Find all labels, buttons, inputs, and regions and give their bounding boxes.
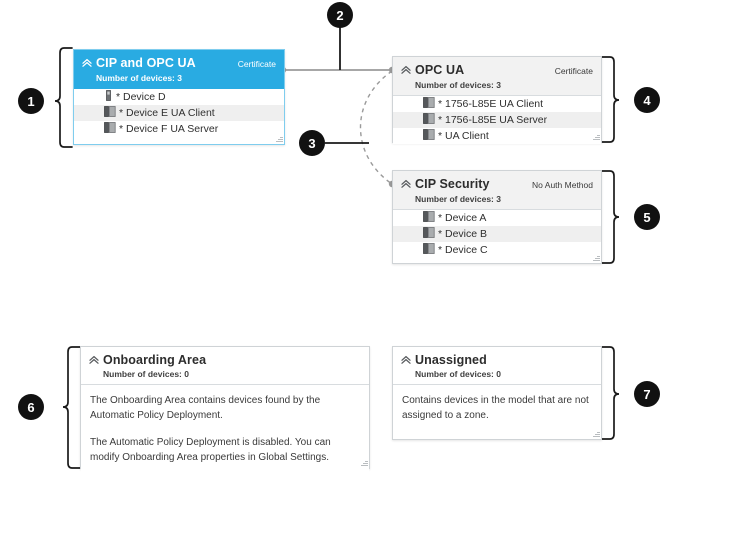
- device-pair-icon: [104, 104, 116, 122]
- resize-handle[interactable]: [360, 459, 368, 467]
- zone-card-header[interactable]: OPC UA Certificate Number of devices: 3: [393, 57, 601, 96]
- resize-handle[interactable]: [275, 135, 283, 143]
- device-list-item[interactable]: * Device E UA Client: [74, 105, 284, 121]
- zone-card-header[interactable]: CIP and OPC UA Certificate Number of dev…: [74, 50, 284, 89]
- device-count-label: Number of devices: 0: [103, 369, 189, 379]
- double-chevron-up-icon[interactable]: [401, 354, 411, 366]
- callout-number: 3: [308, 135, 316, 151]
- callout-number: 7: [643, 386, 651, 402]
- brace-callout-7: [601, 346, 620, 440]
- device-list-item[interactable]: * UA Client: [393, 128, 601, 144]
- device-pair-icon: [423, 225, 435, 243]
- device-count-label: Number of devices: 0: [415, 369, 501, 379]
- brace-callout-1: [54, 47, 73, 148]
- device-pair-icon: [423, 111, 435, 129]
- callout-badge-2: 2: [327, 2, 353, 28]
- device-list: * 1756-L85E UA Client * 1756-L85E UA Ser…: [393, 96, 601, 144]
- device-list-item[interactable]: * Device B: [393, 226, 601, 242]
- callout-number: 2: [336, 7, 344, 23]
- device-name: * Device B: [438, 228, 488, 240]
- device-single-icon: [104, 88, 113, 106]
- device-name: * 1756-L85E UA Client: [438, 98, 544, 110]
- description-paragraph: The Onboarding Area contains devices fou…: [90, 395, 321, 421]
- device-pair-icon: [423, 95, 435, 113]
- resize-handle[interactable]: [592, 133, 600, 141]
- device-name: * Device C: [438, 244, 488, 256]
- device-count-label: Number of devices: 3: [415, 80, 501, 90]
- callout-badge-3: 3: [299, 130, 325, 156]
- device-name: * UA Client: [438, 130, 489, 142]
- zone-card-cip-security[interactable]: CIP Security No Auth Method Number of de…: [392, 170, 602, 264]
- zone-card-onboarding-area[interactable]: Onboarding Area Number of devices: 0 The…: [80, 346, 370, 473]
- double-chevron-up-icon[interactable]: [82, 57, 92, 69]
- device-list-item[interactable]: * Device C: [393, 242, 601, 258]
- resize-handle[interactable]: [592, 430, 600, 438]
- device-pair-icon: [104, 120, 116, 138]
- zone-link-connector: [279, 27, 396, 74]
- zone-card-opc-ua[interactable]: OPC UA Certificate Number of devices: 3 …: [392, 56, 602, 144]
- zone-description: Contains devices in the model that are n…: [393, 385, 601, 431]
- zone-card-header[interactable]: Unassigned Number of devices: 0: [393, 347, 601, 385]
- device-name: * Device F UA Server: [119, 123, 219, 135]
- double-chevron-up-icon[interactable]: [401, 64, 411, 76]
- device-pair-icon: [423, 209, 435, 227]
- double-chevron-up-icon[interactable]: [401, 178, 411, 190]
- auth-method-badge: No Auth Method: [532, 180, 593, 190]
- zone-description: The Onboarding Area contains devices fou…: [81, 385, 369, 473]
- zone-title: OPC UA: [415, 63, 465, 77]
- device-list-item[interactable]: * Device D: [74, 89, 284, 105]
- resize-handle[interactable]: [592, 254, 600, 262]
- double-chevron-up-icon[interactable]: [89, 354, 99, 366]
- brace-callout-6: [62, 346, 81, 469]
- device-pair-icon: [423, 127, 435, 145]
- callout-badge-4: 4: [634, 87, 660, 113]
- callout-number: 4: [643, 92, 651, 108]
- zone-card-cip-and-opc-ua[interactable]: CIP and OPC UA Certificate Number of dev…: [73, 49, 285, 145]
- zone-card-unassigned[interactable]: Unassigned Number of devices: 0 Contains…: [392, 346, 602, 440]
- zone-title: Unassigned: [415, 353, 487, 367]
- dashed-relation-connector: [325, 70, 396, 188]
- device-list: * Device D * Device E UA Client: [74, 89, 284, 137]
- device-count-label: Number of devices: 3: [415, 194, 501, 204]
- callout-badge-7: 7: [634, 381, 660, 407]
- device-name: * 1756-L85E UA Server: [438, 114, 548, 126]
- callout-badge-6: 6: [18, 394, 44, 420]
- zone-card-header[interactable]: CIP Security No Auth Method Number of de…: [393, 171, 601, 210]
- callout-number: 6: [27, 399, 35, 415]
- brace-callout-5: [601, 170, 620, 264]
- callout-number: 1: [27, 93, 35, 109]
- auth-method-badge: Certificate: [237, 59, 276, 69]
- description-paragraph: Contains devices in the model that are n…: [402, 395, 589, 421]
- device-name: * Device E UA Client: [119, 107, 215, 119]
- device-name: * Device A: [438, 212, 487, 224]
- device-list-item[interactable]: * Device A: [393, 210, 601, 226]
- zone-title: CIP Security: [415, 177, 490, 191]
- callout-badge-5: 5: [634, 204, 660, 230]
- device-list: * Device A * Device B *: [393, 210, 601, 258]
- callout-number: 5: [643, 209, 651, 225]
- zone-card-header[interactable]: Onboarding Area Number of devices: 0: [81, 347, 369, 385]
- device-name: * Device D: [116, 91, 166, 103]
- zone-title: Onboarding Area: [103, 353, 207, 367]
- brace-callout-4: [601, 56, 620, 143]
- device-count-label: Number of devices: 3: [96, 73, 182, 83]
- device-list-item[interactable]: * 1756-L85E UA Server: [393, 112, 601, 128]
- device-pair-icon: [423, 241, 435, 259]
- device-list-item[interactable]: * Device F UA Server: [74, 121, 284, 137]
- description-paragraph: The Automatic Policy Deployment is disab…: [90, 437, 331, 463]
- zone-title: CIP and OPC UA: [96, 56, 196, 70]
- auth-method-badge: Certificate: [554, 66, 593, 76]
- callout-badge-1: 1: [18, 88, 44, 114]
- device-list-item[interactable]: * 1756-L85E UA Client: [393, 96, 601, 112]
